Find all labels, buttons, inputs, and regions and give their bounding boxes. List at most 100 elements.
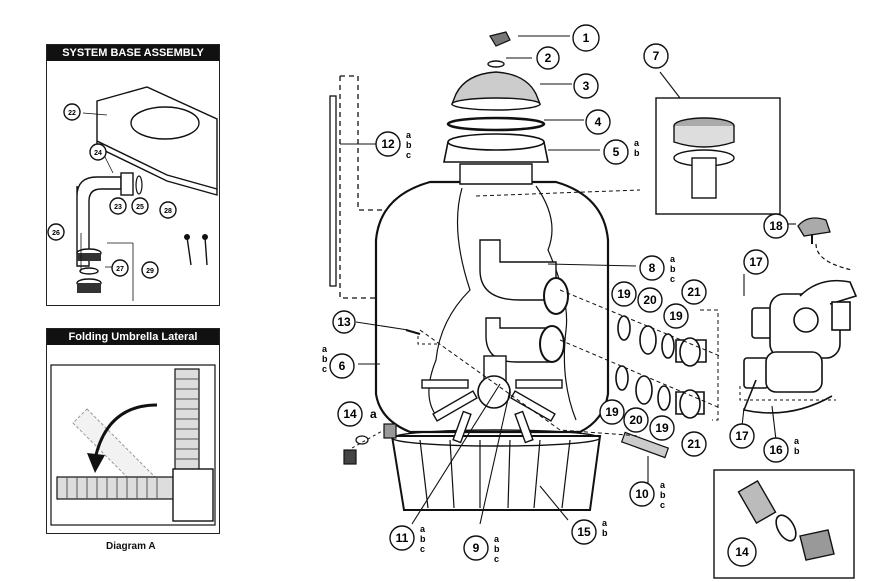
callout-number: 29: [146, 268, 154, 275]
callout-circle: [572, 24, 600, 52]
callout-number: 20: [629, 413, 643, 427]
lower-fitting-group: [615, 365, 705, 419]
lateral-hub: [421, 379, 563, 444]
callout-number: 19: [617, 287, 631, 301]
callout-number: 18: [769, 219, 783, 233]
callout-variant: a: [322, 344, 328, 354]
callout-c19a: 19: [611, 281, 637, 307]
callout-number: 11: [396, 531, 409, 545]
drain-plug-inset: [713, 469, 855, 579]
callout-circle: [599, 399, 625, 425]
callout-c14b: 14: [727, 537, 757, 567]
callout-circle: [463, 535, 489, 561]
callout-circle: [131, 197, 149, 215]
callout-number: 21: [687, 285, 701, 299]
callout-variant: b: [660, 490, 666, 500]
callout-number: 22: [68, 110, 76, 117]
callout-circle: [763, 437, 789, 463]
callout-circle: [536, 46, 560, 70]
callout-number: 14: [343, 407, 357, 421]
callout-variant: c: [494, 554, 499, 564]
callout-variant: a: [370, 407, 377, 421]
system-base-assembly-title: SYSTEM BASE ASSEMBLY: [47, 45, 219, 61]
callout-number: 19: [669, 309, 683, 323]
callout-number: 20: [643, 293, 657, 307]
callout-number: 17: [735, 429, 749, 443]
callout-variant: a: [420, 524, 426, 534]
callout-variant: a: [660, 480, 666, 490]
callout-c13: 13: [332, 310, 356, 334]
callout-variant: a: [670, 254, 676, 264]
callout-number: 12: [381, 137, 395, 151]
callout-number: 15: [577, 525, 591, 539]
callout-circle: [729, 423, 755, 449]
callout-c19c: 19: [599, 399, 625, 425]
callout-variant: b: [602, 528, 608, 538]
callout-circle: [643, 43, 669, 69]
callout-circle: [573, 73, 599, 99]
callout-circle: [111, 259, 129, 277]
callout-c21b: 21: [681, 431, 707, 457]
callout-variant: a: [602, 518, 608, 528]
callout-c18: 18: [763, 213, 789, 239]
callout-number: 19: [605, 405, 619, 419]
callout-c24: 24: [89, 143, 107, 161]
callout-c28: 28: [159, 201, 177, 219]
callout-circle: [337, 401, 363, 427]
callout-variant: b: [794, 446, 800, 456]
callout-variant: c: [660, 500, 665, 510]
callout-circle: [603, 139, 629, 165]
callout-circle: [329, 353, 355, 379]
callout-c17a: 17: [743, 249, 769, 275]
callout-number: 13: [337, 315, 351, 329]
callout-circle: [763, 213, 789, 239]
tank-lid: [450, 71, 542, 105]
callout-number: 6: [339, 359, 346, 373]
callout-variant: b: [406, 140, 412, 150]
callout-circle: [611, 281, 637, 307]
callout-circle: [681, 431, 707, 457]
callout-c27: 27: [111, 259, 129, 277]
callout-number: 23: [114, 204, 122, 211]
callout-variant: c: [406, 150, 411, 160]
callout-c19b: 19: [663, 303, 689, 329]
callout-variant: c: [322, 364, 327, 374]
callout-number: 3: [583, 79, 590, 93]
umbrella-lateral-drawing: [50, 364, 216, 526]
callout-circle: [63, 103, 81, 121]
upper-diffuser-pipe: [479, 239, 557, 301]
callout-circle: [47, 223, 65, 241]
callout-circle: [639, 255, 665, 281]
callout-c21a: 21: [681, 279, 707, 305]
callout-variant: a: [634, 138, 640, 148]
callout-circle: [375, 131, 401, 157]
callout-circle: [681, 279, 707, 305]
callout-number: 10: [635, 487, 649, 501]
callout-c22: 22: [63, 103, 81, 121]
callout-c10: 10 abc: [629, 480, 666, 510]
callout-number: 17: [749, 255, 763, 269]
callout-number: 26: [52, 230, 60, 237]
callout-variant: c: [420, 544, 425, 554]
callout-variant: b: [634, 148, 640, 158]
callout-c29: 29: [141, 261, 159, 279]
callout-c17b: 17: [729, 423, 755, 449]
callout-c25: 25: [131, 197, 149, 215]
callout-circle: [743, 249, 769, 275]
callout-circle: [89, 143, 107, 161]
callout-number: 4: [595, 115, 602, 129]
folding-umbrella-title: Folding Umbrella Lateral Assembly: [47, 329, 219, 359]
callout-circle: [332, 310, 356, 334]
callout-number: 16: [769, 443, 783, 457]
callout-circle: [637, 287, 663, 313]
callout-number: 25: [136, 204, 144, 211]
callout-circle: [585, 109, 611, 135]
callout-number: 8: [649, 261, 656, 275]
callout-circle: [159, 201, 177, 219]
callout-number: 5: [613, 145, 620, 159]
callout-circle: [623, 407, 649, 433]
